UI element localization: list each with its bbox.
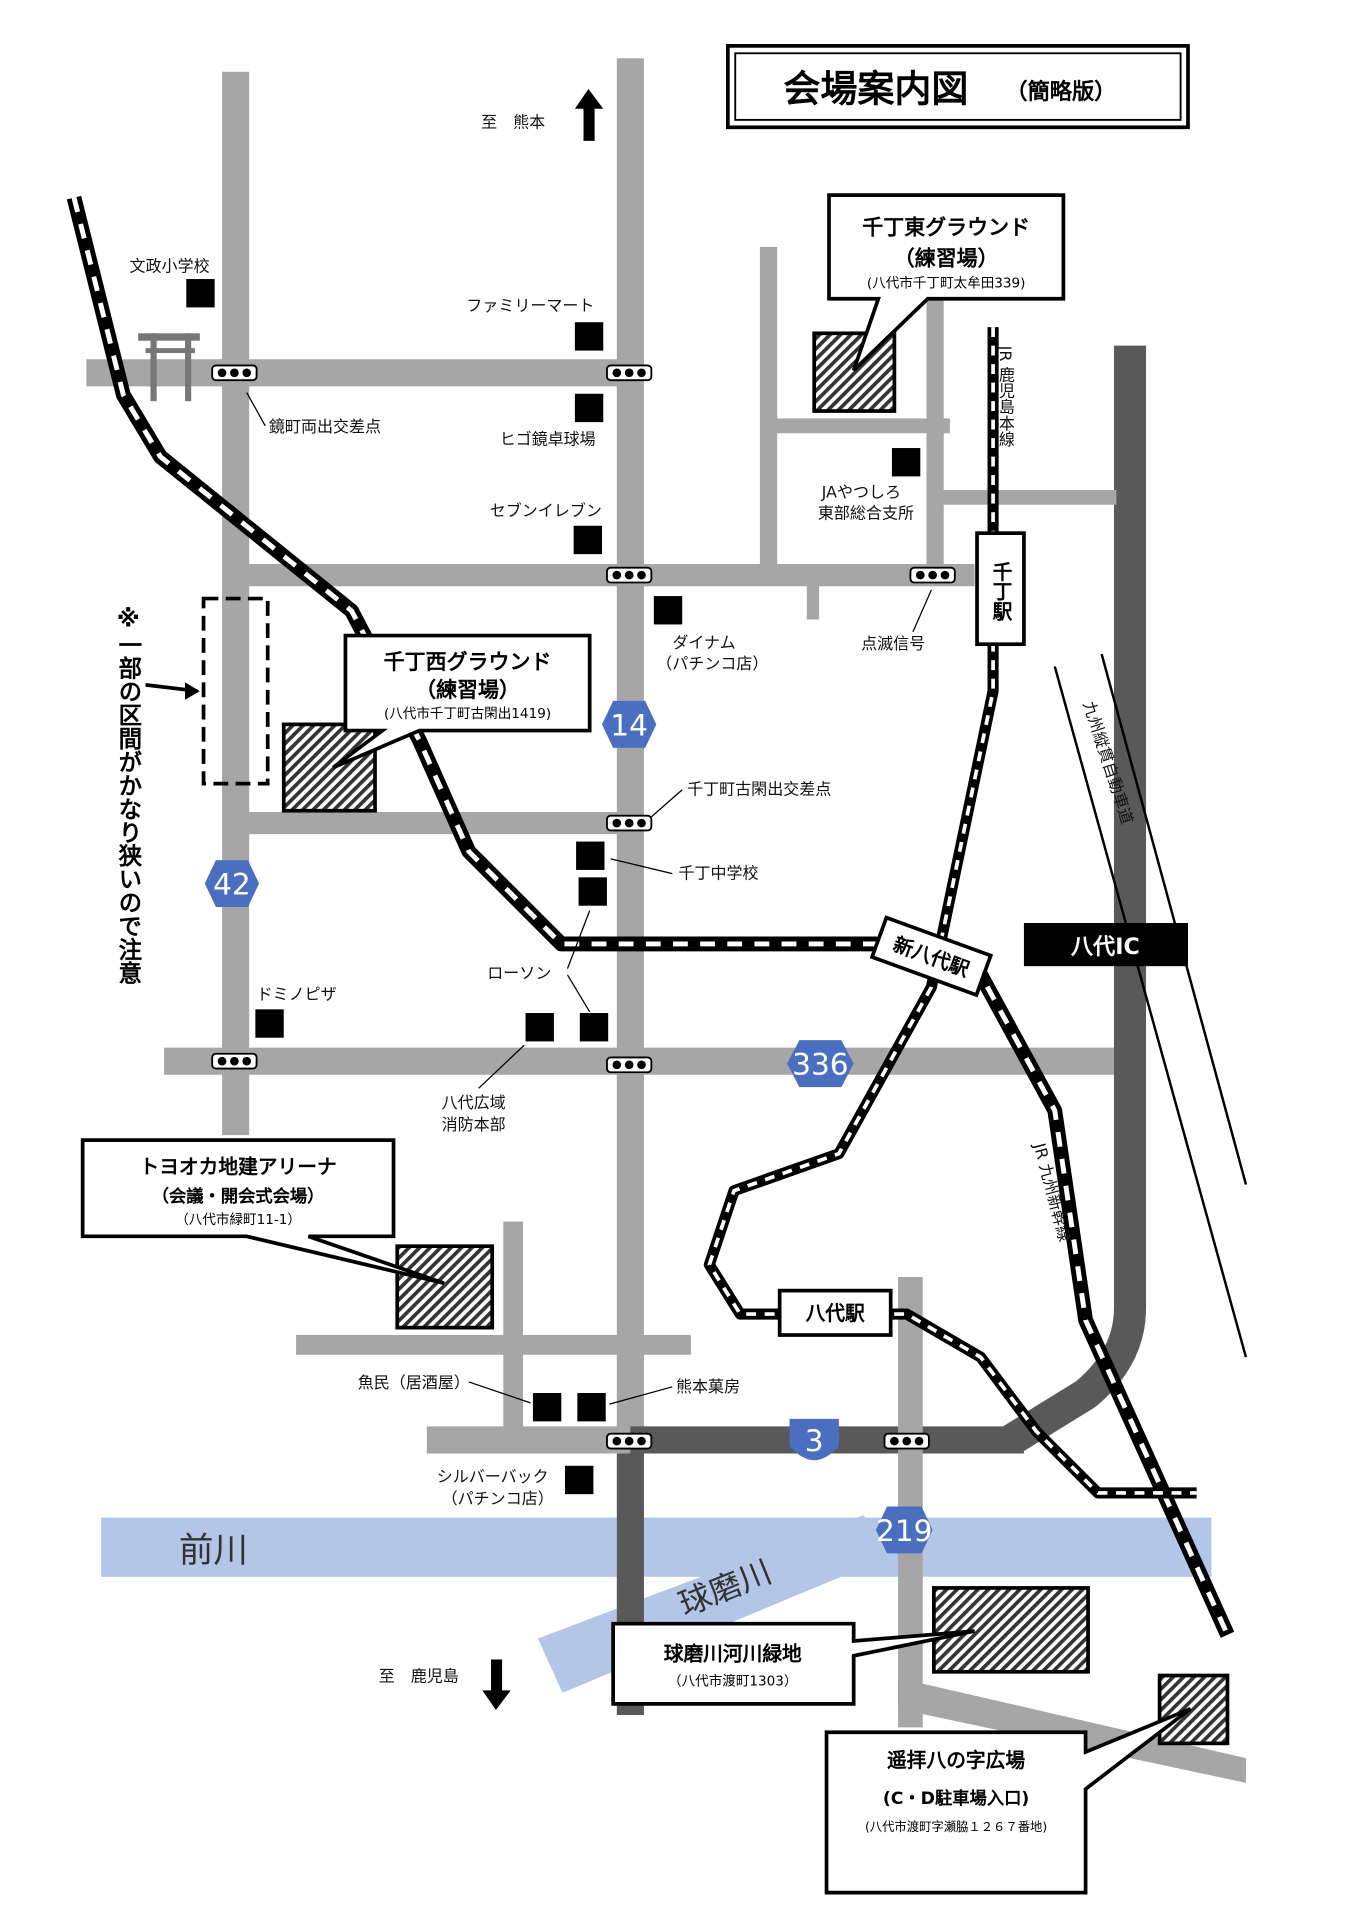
svg-text:東部総合支所: 東部総合支所 — [818, 503, 914, 522]
route-shield-336: 336 — [787, 1040, 854, 1088]
svg-text:ローソン: ローソン — [487, 964, 551, 983]
svg-text:219: 219 — [876, 1514, 933, 1548]
svg-text:千丁西グラウンド: 千丁西グラウンド — [384, 650, 552, 674]
svg-text:（会議・開会式会場）: （会議・開会式会場） — [152, 1186, 325, 1207]
svg-text:（パチンコ店）: （パチンコ店） — [442, 1489, 554, 1508]
narrow-note: ※一部の区間がかなり狭いので注意 — [114, 605, 142, 985]
svg-text:消防本部: 消防本部 — [442, 1115, 506, 1134]
svg-text:熊本菓房: 熊本菓房 — [676, 1377, 740, 1396]
svg-text:(八代市千丁町太牟田339): (八代市千丁町太牟田339) — [867, 275, 1026, 292]
svg-text:魚民（居酒屋）: 魚民（居酒屋） — [358, 1373, 470, 1392]
svg-text:（練習場）: （練習場） — [415, 678, 520, 702]
svg-text:鏡町両出交差点: 鏡町両出交差点 — [269, 417, 381, 436]
svg-text:(八代市千丁町古閑出1419): (八代市千丁町古閑出1419) — [384, 705, 551, 722]
svg-text:（八代市渡町1303）: （八代市渡町1303） — [668, 1672, 797, 1689]
roads — [86, 58, 1248, 1783]
svg-text:（パチンコ店）: （パチンコ店） — [656, 654, 768, 673]
svg-text:トヨオカ地建アリーナ: トヨオカ地建アリーナ — [139, 1155, 336, 1178]
svg-text:336: 336 — [792, 1048, 849, 1082]
riverside-callout: 球磨川河川緑地 （八代市渡町1303） — [611, 1621, 975, 1706]
west-ground-site — [281, 722, 377, 813]
yatsushiro-ic: 八代IC — [1023, 922, 1188, 967]
route-shield-3: 3 — [789, 1418, 839, 1461]
sencho-station: 千丁駅 — [975, 531, 1026, 647]
svg-text:遥拝八の字広場: 遥拝八の字広場 — [887, 1749, 1025, 1772]
route-shield-219: 219 — [875, 1506, 933, 1554]
landmark-labels: 文政小学校 ファミリーマート 鏡町両出交差点 ヒゴ鏡卓球場 セブンイレブン JA… — [130, 257, 932, 1508]
route-shield-42: 42 — [204, 860, 260, 907]
page-title-sub: （簡略版） — [1005, 78, 1116, 105]
youhai-site — [1157, 1673, 1230, 1746]
svg-text:(C・D駐車場入口): (C・D駐車場入口) — [883, 1788, 1029, 1809]
riverside-site — [932, 1586, 1090, 1674]
svg-text:千丁中学校: 千丁中学校 — [679, 864, 759, 883]
note-text: ※一部の区間がかなり狭いので注意 — [114, 605, 142, 985]
buildings — [186, 279, 921, 1495]
svg-text:千丁町古閑出交差点: 千丁町古閑出交差点 — [687, 780, 831, 799]
svg-text:3: 3 — [805, 1424, 824, 1458]
arrow-down-icon — [482, 1659, 511, 1711]
svg-text:文政小学校: 文政小学校 — [130, 257, 210, 276]
traffic-lights — [211, 364, 956, 1450]
youhai-callout: 遥拝八の字広場 (C・D駐車場入口) (八代市渡町字瀬脇１２６７番地) — [824, 1707, 1192, 1895]
svg-text:ファミリーマート: ファミリーマート — [466, 296, 594, 315]
svg-text:(八代市渡町字瀬脇１２６７番地): (八代市渡町字瀬脇１２６７番地) — [865, 1819, 1047, 1834]
svg-text:セブンイレブン: セブンイレブン — [490, 501, 602, 520]
svg-text:42: 42 — [213, 868, 251, 902]
maegawa-river — [101, 1517, 1212, 1577]
east-ground-callout: 千丁東グラウンド （練習場） (八代市千丁町太牟田339) — [827, 193, 1066, 372]
arena-site — [395, 1244, 495, 1330]
svg-text:球磨川河川緑地: 球磨川河川緑地 — [664, 1643, 802, 1666]
direction-north: 至 熊本 — [481, 112, 545, 131]
svg-text:千丁駅: 千丁駅 — [989, 562, 1013, 622]
svg-text:八代IC: 八代IC — [1071, 934, 1140, 960]
arrow-up-icon — [574, 89, 604, 141]
page-title: 会場案内図 — [783, 67, 968, 110]
svg-text:JAやつしろ: JAやつしろ — [821, 482, 901, 501]
maegawa-label: 前川 — [179, 1531, 248, 1571]
kagoshima-line-label: JR 鹿児島本線 — [996, 345, 1015, 447]
svg-text:千丁東グラウンド: 千丁東グラウンド — [862, 216, 1030, 240]
west-ground-callout: 千丁西グラウンド （練習場） (八代市千丁町古閑出1419) — [331, 633, 592, 770]
svg-text:（練習場）: （練習場） — [894, 246, 999, 270]
svg-text:ドミノピザ: ドミノピザ — [257, 984, 337, 1003]
arena-callout: トヨオカ地建アリーナ （会議・開会式会場） （八代市緑町11-1） — [80, 1138, 445, 1286]
svg-text:八代駅: 八代駅 — [806, 1302, 865, 1325]
svg-text:ダイナム: ダイナム — [672, 633, 735, 652]
svg-text:ヒゴ鏡卓球場: ヒゴ鏡卓球場 — [500, 429, 596, 448]
svg-text:シルバーバック: シルバーバック — [437, 1467, 549, 1486]
narrow-section-marker — [201, 596, 270, 786]
svg-text:点滅信号: 点滅信号 — [861, 634, 925, 653]
direction-south: 至 鹿児島 — [379, 1667, 459, 1686]
route-shield-14: 14 — [602, 700, 657, 748]
torii-icon — [138, 333, 200, 402]
svg-text:14: 14 — [610, 708, 648, 742]
svg-text:八代広域: 八代広域 — [442, 1093, 506, 1112]
yatsushiro-station: 八代駅 — [777, 1288, 893, 1337]
title-box: 会場案内図 （簡略版） — [725, 44, 1190, 130]
svg-text:（八代市緑町11-1）: （八代市緑町11-1） — [175, 1211, 301, 1228]
